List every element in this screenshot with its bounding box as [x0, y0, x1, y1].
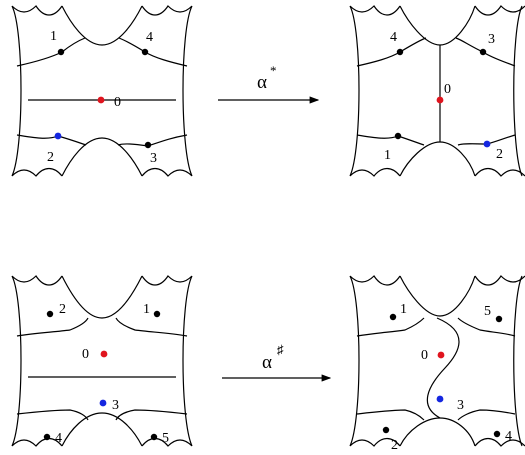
curve-lower-right: [457, 409, 516, 421]
arrow-alpha-star: α *: [218, 63, 320, 104]
label-3: 3: [488, 32, 495, 47]
dot-2: [483, 140, 491, 148]
label-0: 0: [82, 347, 89, 362]
curve-upper-left: [356, 317, 425, 337]
curve-upper-right: [118, 37, 188, 67]
label-1: 1: [400, 302, 407, 317]
curve-upper-left: [16, 317, 89, 337]
panel-outline: [349, 275, 525, 447]
panel-bottom-left: 2 1 0 3 4 5: [11, 275, 193, 447]
label-1: 1: [50, 29, 57, 44]
label-0: 0: [421, 348, 428, 363]
dot-3: [144, 141, 152, 149]
label-3: 3: [457, 398, 464, 413]
curve-lower-left: [16, 409, 89, 421]
panel-top-left: 1 4 0 2 3: [11, 5, 193, 177]
curve-lower-left: [356, 134, 425, 146]
arrow-symbol: α: [262, 352, 272, 373]
label-5: 5: [484, 304, 491, 319]
arrow-symbol: α: [257, 72, 267, 93]
curve-lower-left: [16, 134, 87, 146]
dot-0: [436, 96, 444, 104]
dot-1: [153, 310, 161, 318]
curve-upper-right: [115, 317, 188, 337]
label-2: 2: [59, 302, 66, 317]
curve-lower-right: [115, 409, 188, 421]
cusp-bottom: [399, 141, 476, 177]
curve-upper-right: [457, 317, 516, 337]
label-3: 3: [150, 151, 157, 166]
label-2: 2: [47, 150, 54, 165]
cusp-bottom: [399, 417, 476, 447]
dot-1: [394, 132, 402, 140]
label-4: 4: [146, 30, 153, 45]
arrow-superscript: *: [270, 63, 277, 78]
panel-outline: [11, 275, 193, 447]
cusp-bottom: [61, 412, 143, 447]
cusp-bottom: [61, 137, 143, 177]
dot-5: [495, 315, 503, 323]
label-3: 3: [112, 398, 119, 413]
dot-3: [99, 399, 107, 407]
dot-4: [493, 430, 501, 438]
arrow-alpha-sharp: α ♯: [222, 342, 332, 382]
dot-3: [436, 395, 444, 403]
panel-outline: [349, 5, 525, 177]
cusp-top: [399, 275, 476, 317]
dot-2: [382, 426, 390, 434]
cusp-top: [399, 5, 476, 46]
dot-4: [43, 433, 51, 441]
dot-0: [437, 351, 445, 359]
panel-outline: [11, 5, 193, 177]
dot-2: [54, 132, 62, 140]
arrow-superscript: ♯: [277, 342, 284, 357]
panel-bottom-right: 1 5 0 3 2 4: [349, 275, 525, 453]
label-2: 2: [496, 147, 503, 162]
s-curve-edge: [426, 317, 460, 419]
curve-lower-right: [117, 134, 188, 147]
dot-4: [141, 48, 149, 56]
dot-1: [57, 48, 65, 56]
label-1: 1: [143, 302, 150, 317]
cusp-top: [61, 5, 143, 46]
dot-0: [97, 96, 105, 104]
dot-0: [100, 350, 108, 358]
panel-top-right: 4 3 0 1 2: [349, 5, 525, 177]
label-2: 2: [391, 438, 398, 453]
label-5: 5: [162, 431, 169, 446]
label-0: 0: [114, 95, 121, 110]
dot-5: [150, 433, 158, 441]
dot-1: [389, 313, 397, 321]
dot-4: [396, 48, 404, 56]
cusp-top: [61, 275, 143, 319]
label-4: 4: [505, 429, 512, 444]
label-4: 4: [390, 30, 397, 45]
label-0: 0: [444, 82, 451, 97]
dot-3: [479, 48, 487, 56]
label-4: 4: [55, 431, 62, 446]
curve-lower-left: [356, 409, 425, 421]
dot-2: [46, 310, 54, 318]
label-1: 1: [384, 148, 391, 163]
